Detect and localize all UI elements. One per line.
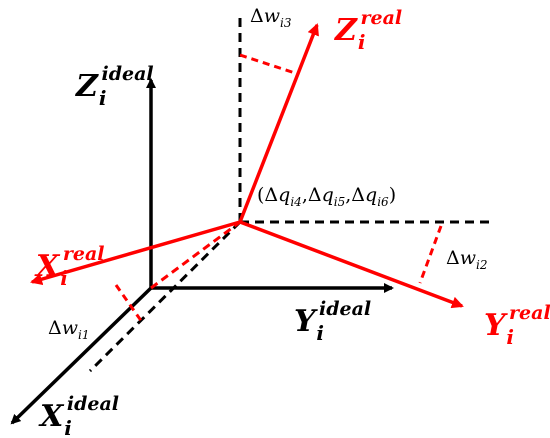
delta-w-i3-label: Δwi3 (250, 5, 292, 30)
shifted-ideal-axes (88, 14, 490, 373)
real-y-label: Yireal (484, 302, 550, 349)
ideal-frame (10, 78, 394, 425)
dashed-x-reference (88, 220, 242, 373)
deviation-connectors (114, 53, 443, 323)
origin-offset-label: (Δqi4,Δqi5,Δqi6) (257, 184, 396, 209)
delta-w-i1-label: Δwi1 (48, 317, 89, 342)
ideal-x-label: Xiideal (38, 393, 119, 438)
real-x-label: Xireal (34, 243, 105, 290)
y-deviation-connector (418, 225, 443, 284)
real-x-axis (30, 220, 241, 285)
x-deviation-connector (114, 284, 144, 323)
ideal-y-label: Yiideal (294, 298, 371, 345)
delta-w-i2-label: Δwi2 (446, 247, 487, 272)
real-z-axis (238, 23, 319, 223)
z-deviation-connector (239, 53, 299, 76)
origin-offset-connector (150, 220, 241, 290)
real-y-axis (239, 220, 464, 309)
real-frame (30, 23, 464, 309)
ideal-z-label: Ziideal (75, 63, 154, 110)
ideal-x-axis (10, 286, 153, 425)
real-z-label: Zireal (334, 7, 402, 54)
